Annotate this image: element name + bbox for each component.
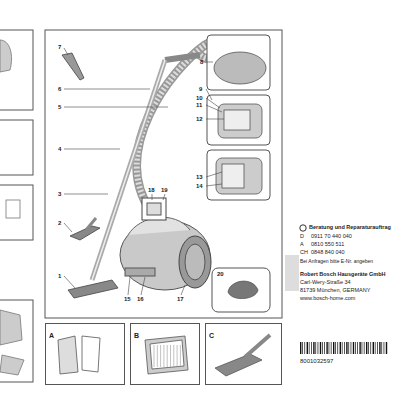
panel-letter: A	[46, 330, 57, 341]
panel-letter: C	[206, 330, 217, 341]
callout-number: 5	[58, 104, 61, 110]
contact-text: Beratung und Reparaturauftrag	[309, 225, 391, 231]
callout-number: 19	[161, 187, 168, 193]
callout-number: 14	[196, 183, 203, 189]
contact-text: D	[300, 234, 304, 240]
callout-number: 8	[200, 59, 203, 65]
contact-text: CH	[300, 250, 308, 256]
contact-text: Robert Bosch Hausgeräte GmbH	[300, 272, 386, 278]
figure-panel: B	[130, 323, 200, 385]
contact-text: www.bosch-home.com	[300, 296, 355, 302]
callout-number: 20	[217, 271, 224, 277]
callout-number: 18	[148, 187, 155, 193]
callout-number: 15	[124, 296, 131, 302]
contact-text: Bei Anfragen bitte E-Nr. angeben	[300, 259, 373, 264]
contact-text: 0848 840 040	[311, 250, 345, 256]
callout-number: 17	[177, 296, 184, 302]
contact-text: 0810 550 511	[311, 242, 344, 248]
figure-panel: A	[45, 323, 125, 385]
contact-text: A	[300, 242, 304, 248]
callout-number: 6	[58, 86, 61, 92]
panel-letter: B	[131, 330, 142, 341]
callout-number: 1	[58, 273, 61, 279]
figure-panel: C	[205, 323, 282, 385]
contact-text: 0911 70 440 040	[311, 234, 352, 240]
callout-number: 9	[199, 86, 202, 92]
callout-number: 3	[58, 191, 61, 197]
callout-number: 4	[58, 146, 61, 152]
contact-text: Carl-Wery-Straße 34	[300, 280, 351, 286]
callout-number: 10	[196, 95, 203, 101]
callout-number: 13	[196, 174, 203, 180]
callout-number: 16	[137, 296, 144, 302]
barcode-number: 8001032597	[300, 358, 333, 364]
contact-text: 81739 München, GERMANY	[300, 288, 370, 294]
callout-number: 2	[58, 220, 61, 226]
callout-number: 7	[58, 44, 61, 50]
callout-number: 11	[196, 102, 202, 108]
callout-number: 12	[196, 116, 203, 122]
